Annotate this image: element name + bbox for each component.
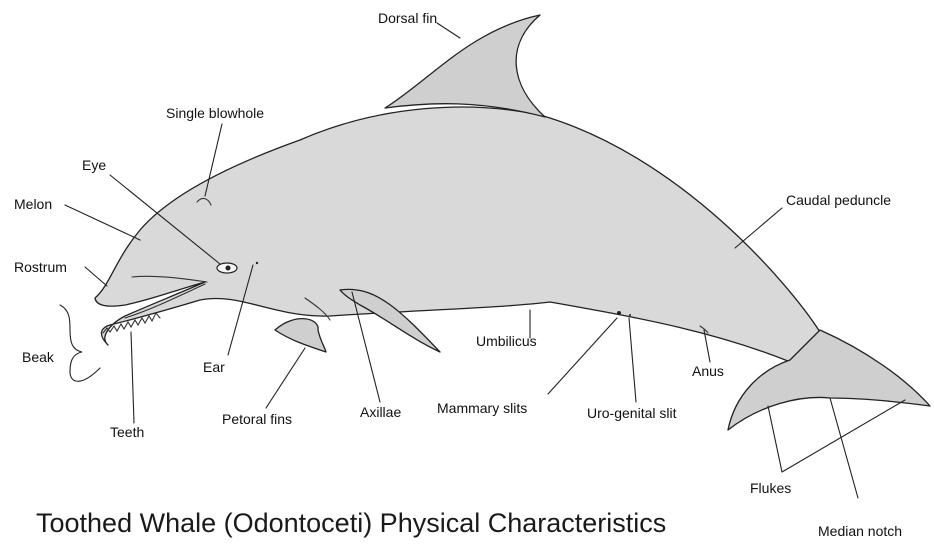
diagram-title: Toothed Whale (Odontoceti) Physical Char… (36, 508, 666, 538)
dolphin-body (95, 107, 820, 366)
dorsal-fin-leader (437, 23, 460, 38)
mammary-slit-mark (617, 311, 621, 315)
umbilicus-label: Umbilicus (476, 333, 537, 349)
eye-pupil (226, 266, 231, 271)
dorsal-fin-label: Dorsal fin (378, 10, 437, 26)
anus-label: Anus (692, 363, 724, 379)
beak-brace (60, 305, 100, 381)
mammary-slits-label: Mammary slits (437, 400, 527, 416)
pectoral-fin-shape (275, 319, 326, 352)
uro-genital-slit-leader (629, 318, 636, 402)
eye-label: Eye (82, 157, 106, 173)
flukes-leader-right (782, 400, 905, 472)
median-notch-leader (830, 398, 858, 498)
petoral-fins-leader (266, 348, 305, 408)
rostrum-leader (85, 267, 107, 286)
ear-label: Ear (203, 359, 225, 375)
petoral-fins-label: Petoral fins (222, 411, 292, 427)
flukes-label: Flukes (750, 480, 791, 496)
rostrum-label: Rostrum (14, 259, 67, 275)
single-blowhole-label: Single blowhole (166, 105, 264, 121)
melon-label: Melon (14, 196, 52, 212)
uro-genital-slit-label: Uro-genital slit (587, 405, 677, 421)
uro-genital-slit-mark (629, 314, 631, 316)
teeth-leader (131, 332, 134, 423)
caudal-peduncle-label: Caudal peduncle (786, 192, 891, 208)
median-notch-label: Median notch (818, 523, 902, 539)
teeth-label: Teeth (110, 424, 144, 440)
beak-label: Beak (22, 349, 55, 365)
ear-dot (256, 262, 258, 264)
melon-leader (65, 205, 140, 240)
caudal-peduncle-leader (735, 208, 782, 248)
axillae-label: Axillae (360, 404, 401, 420)
mammary-slits-leader (548, 318, 617, 394)
dorsal-fin-shape (385, 15, 545, 117)
flukes-leader-left (768, 406, 782, 472)
